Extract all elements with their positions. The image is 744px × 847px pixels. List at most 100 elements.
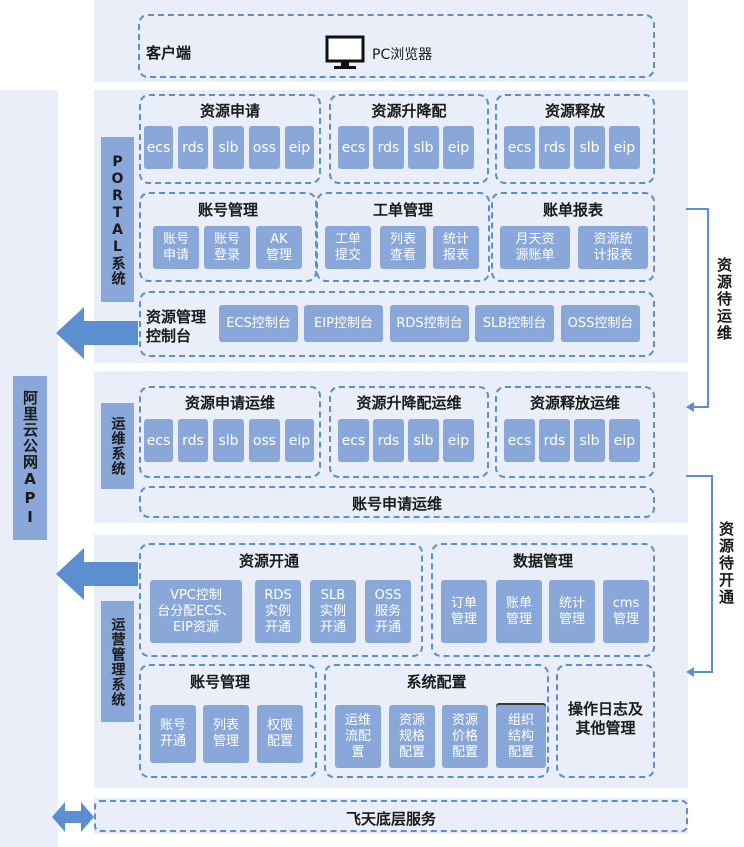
portal-ticket-list[interactable]: 列表 查看 <box>380 226 426 269</box>
rds-console[interactable]: RDS控制台 <box>390 305 469 342</box>
pending-open-label: 资源待开通 <box>717 521 735 606</box>
portal-ticket-submit[interactable]: 工单 提交 <box>325 226 371 269</box>
ops-apply-slb[interactable]: slb <box>213 419 244 462</box>
log-other-title: 操作日志及 其他管理 <box>567 700 643 737</box>
pending-ops-connector <box>686 208 709 412</box>
portal-bill-monthly[interactable]: 月天资 源账单 <box>500 226 570 269</box>
client-panel <box>94 0 688 82</box>
portal-console-group <box>139 291 655 357</box>
provision-to-api-arrow <box>56 548 138 600</box>
bill-mgmt[interactable]: 账单 管理 <box>496 580 542 643</box>
monitor-icon <box>325 35 365 69</box>
permission-config[interactable]: 权限 配置 <box>257 705 303 763</box>
portal-upgrade-slb[interactable]: slb <box>408 126 439 169</box>
api-label: 阿里云公网API <box>21 389 39 527</box>
portal-release-ecs[interactable]: ecs <box>504 126 535 169</box>
ops-release-group <box>495 386 655 478</box>
ops-account-title: 账号申请运维 <box>351 495 442 513</box>
log-other-group[interactable] <box>556 664 655 778</box>
ops-apply-eip[interactable]: eip <box>285 419 314 462</box>
stats-mgmt[interactable]: 统计 管理 <box>549 580 595 643</box>
ops-apply-rds[interactable]: rds <box>178 419 208 462</box>
portal-resource-upgrade-group <box>329 94 489 184</box>
vpc-provision[interactable]: VPC控制 台分配ECS、 EIP资源 <box>150 580 242 643</box>
portal-release-rds[interactable]: rds <box>539 126 570 169</box>
portal-apply-slb[interactable]: slb <box>213 126 244 169</box>
ecs-console[interactable]: ECS控制台 <box>219 305 298 342</box>
account-list[interactable]: 列表 管理 <box>203 705 249 763</box>
portal-apply-oss[interactable]: oss <box>249 126 280 169</box>
op-account-group <box>139 664 317 778</box>
portal-ticket-group <box>316 192 490 282</box>
portal-account-title: 账号管理 <box>197 201 258 219</box>
slb-console[interactable]: SLB控制台 <box>475 305 554 342</box>
ops-upgrade-title: 资源升降配运维 <box>356 394 462 412</box>
ops-release-ecs[interactable]: ecs <box>504 419 535 462</box>
ops-apply-oss[interactable]: oss <box>249 419 280 462</box>
client-box <box>138 14 655 78</box>
portal-bill-stats[interactable]: 资源统 计报表 <box>578 226 648 269</box>
spec-config[interactable]: 资源 规格 配置 <box>389 705 435 768</box>
portal-label-box: PORTAL系统 <box>101 137 134 302</box>
price-config[interactable]: 资源 价格 配置 <box>442 705 488 768</box>
ops-apply-group <box>139 386 321 478</box>
portal-bill-title: 账单报表 <box>542 201 603 219</box>
slb-provision[interactable]: SLB 实例 开通 <box>310 580 356 643</box>
portal-upgrade-eip[interactable]: eip <box>443 126 474 169</box>
operation-label-box: 运营管理系统 <box>101 601 134 722</box>
bottom-title: 飞天底层服务 <box>345 810 436 828</box>
ops-account-group[interactable] <box>139 486 655 518</box>
provision-title: 资源开通 <box>238 552 299 570</box>
portal-resource-release-group <box>495 94 655 184</box>
portal-upgrade-ecs[interactable]: ecs <box>338 126 369 169</box>
portal-resource-apply-title: 资源申请 <box>199 102 260 120</box>
rds-provision[interactable]: RDS 实例 开通 <box>255 580 301 643</box>
portal-ak-mgmt[interactable]: AK 管理 <box>256 226 302 269</box>
portal-ticket-stats[interactable]: 统计 报表 <box>433 226 479 269</box>
portal-resource-upgrade-title: 资源升降配 <box>371 102 447 120</box>
client-label: 客户端 <box>146 44 192 62</box>
data-mgmt-title: 数据管理 <box>512 552 573 570</box>
portal-account-apply[interactable]: 账号 申请 <box>153 226 199 269</box>
ops-upgrade-group <box>329 386 489 478</box>
account-open[interactable]: 账号 开通 <box>150 705 196 763</box>
eip-console[interactable]: EIP控制台 <box>304 305 383 342</box>
sys-config-title: 系统配置 <box>406 673 467 691</box>
portal-apply-rds[interactable]: rds <box>178 126 208 169</box>
ops-apply-ecs[interactable]: ecs <box>144 419 173 462</box>
ops-upgrade-rds[interactable]: rds <box>373 419 404 462</box>
data-mgmt-group <box>431 543 655 657</box>
ops-upgrade-eip[interactable]: eip <box>443 419 474 462</box>
ops-release-eip[interactable]: eip <box>609 419 640 462</box>
provision-group <box>139 543 423 657</box>
browser-label: PC浏览器 <box>372 47 433 63</box>
ops-flow-config[interactable]: 运维 流配 置 <box>335 705 381 768</box>
portal-resource-release-title: 资源释放 <box>544 102 605 120</box>
api-bottom-arrow <box>52 802 94 832</box>
portal-release-eip[interactable]: eip <box>609 126 640 169</box>
order-mgmt[interactable]: 订单 管理 <box>441 580 487 643</box>
api-label-box: 阿里云公网API <box>13 376 47 540</box>
portal-apply-ecs[interactable]: ecs <box>144 126 173 169</box>
ops-upgrade-ecs[interactable]: ecs <box>338 419 369 462</box>
ops-release-slb[interactable]: slb <box>574 419 605 462</box>
portal-ticket-title: 工单管理 <box>372 201 433 219</box>
ops-upgrade-slb[interactable]: slb <box>408 419 439 462</box>
pending-open-connector <box>686 475 713 677</box>
portal-bill-group <box>491 192 655 282</box>
portal-account-login[interactable]: 账号 登录 <box>204 226 250 269</box>
portal-release-slb[interactable]: slb <box>574 126 605 169</box>
ops-release-rds[interactable]: rds <box>539 419 570 462</box>
bottom-box <box>94 800 688 832</box>
portal-apply-eip[interactable]: eip <box>285 126 314 169</box>
ops-release-title: 资源释放运维 <box>529 394 620 412</box>
portal-label: PORTAL系统 <box>109 153 126 286</box>
ops-apply-title: 资源申请运维 <box>184 394 275 412</box>
cms-mgmt[interactable]: cms 管理 <box>603 580 649 643</box>
oss-provision[interactable]: OSS 服务 开通 <box>365 580 411 643</box>
org-config[interactable]: 组织 结构 配置 <box>496 705 546 768</box>
ops-label-box: 运维系统 <box>101 403 134 489</box>
oss-console[interactable]: OSS控制台 <box>561 305 640 342</box>
operation-label: 运营管理系统 <box>109 616 126 707</box>
portal-upgrade-rds[interactable]: rds <box>373 126 404 169</box>
